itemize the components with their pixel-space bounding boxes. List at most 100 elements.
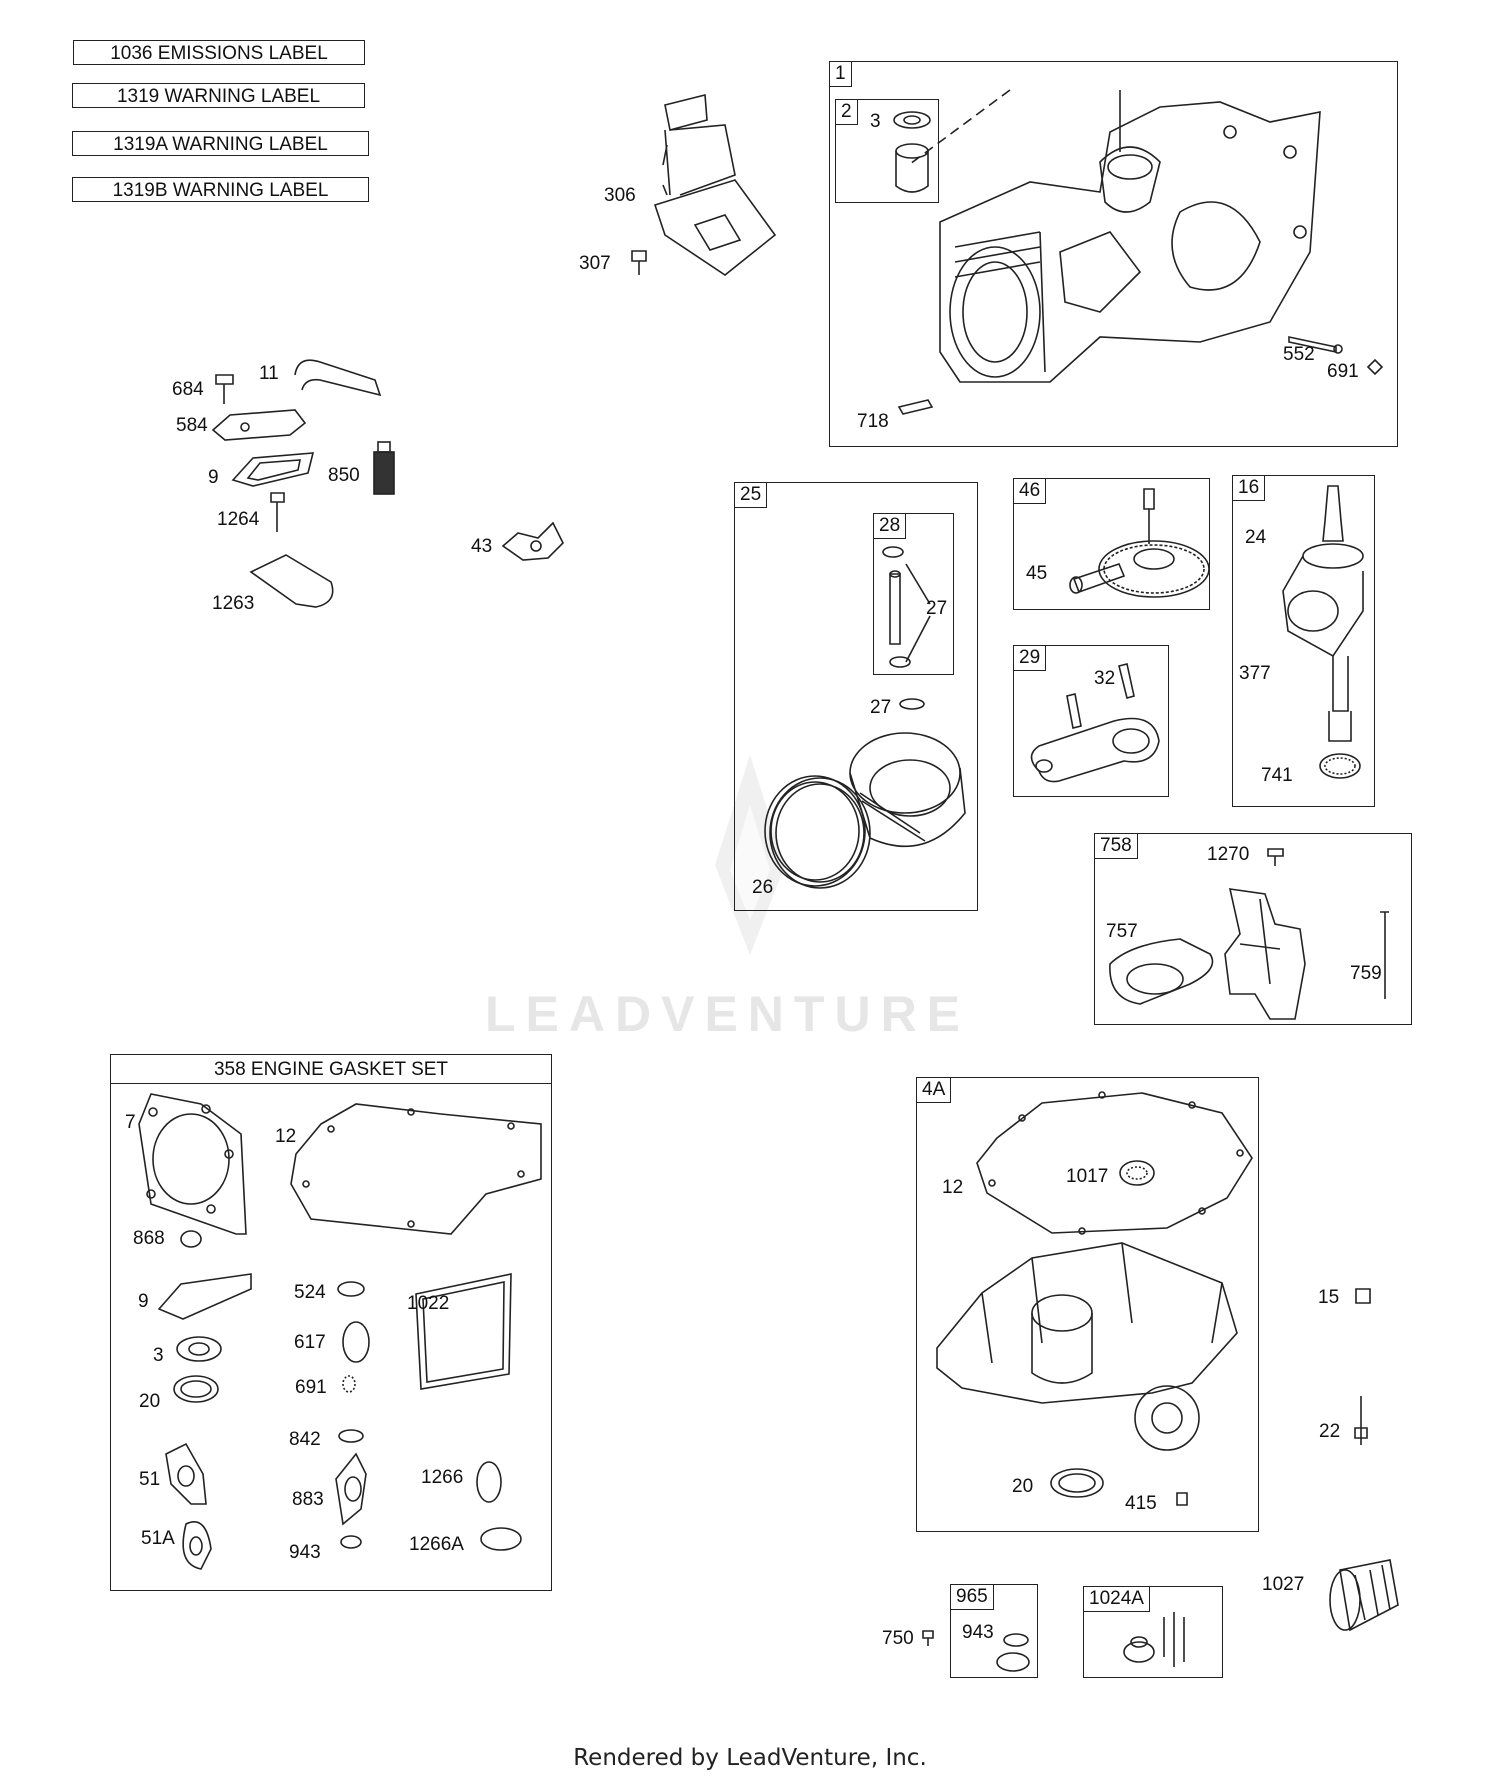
part-691-label[interactable]: 691 bbox=[1327, 361, 1359, 382]
warning-label-part[interactable]: 1319 WARNING LABEL bbox=[72, 83, 365, 108]
cylinder-block-illustration[interactable] bbox=[900, 72, 1340, 442]
gasket-524-label[interactable]: 524 bbox=[294, 1282, 326, 1303]
governor-bracket-illustration[interactable] bbox=[1100, 874, 1350, 1024]
gasket-7-label[interactable]: 7 bbox=[125, 1112, 136, 1133]
gasket-842-label[interactable]: 842 bbox=[289, 1429, 321, 1450]
part-1263-label[interactable]: 1263 bbox=[212, 593, 255, 614]
part-27-label-a[interactable]: 27 bbox=[926, 598, 948, 619]
gasket-set-illustrations[interactable] bbox=[111, 1084, 551, 1589]
part-1270-label[interactable]: 1270 bbox=[1207, 844, 1250, 865]
cover-20-label[interactable]: 20 bbox=[1012, 1476, 1034, 1497]
screw-750-icon[interactable] bbox=[920, 1628, 936, 1648]
dowel-552-icon[interactable] bbox=[1286, 332, 1346, 354]
part-43-label[interactable]: 43 bbox=[471, 536, 493, 557]
sealant-850-icon[interactable] bbox=[369, 438, 399, 498]
part-32-label[interactable]: 32 bbox=[1094, 668, 1116, 689]
o-ring-943-icon[interactable] bbox=[991, 1630, 1036, 1675]
gasket-1266A-label[interactable]: 1266A bbox=[409, 1534, 464, 1555]
part-718-label[interactable]: 718 bbox=[857, 411, 889, 432]
gasket-691-label[interactable]: 691 bbox=[295, 1377, 327, 1398]
part-584-label[interactable]: 584 bbox=[176, 415, 208, 436]
piston-pin-28-icon[interactable] bbox=[878, 544, 938, 669]
breather-tube-11-icon[interactable] bbox=[290, 350, 390, 400]
sub-box-28[interactable]: 28 27 bbox=[873, 513, 954, 675]
part-1027-label[interactable]: 1027 bbox=[1262, 1574, 1305, 1595]
part-306-label[interactable]: 306 bbox=[604, 185, 636, 206]
gasket-51-label[interactable]: 51 bbox=[139, 1469, 161, 1490]
gasket-943-label[interactable]: 943 bbox=[289, 1542, 321, 1563]
plug-691-icon[interactable] bbox=[1365, 357, 1385, 377]
piston-and-rings-illustration[interactable] bbox=[760, 713, 966, 898]
crankshaft-box[interactable]: 16 24 377 741 bbox=[1232, 475, 1375, 807]
gasket-3-label[interactable]: 3 bbox=[153, 1345, 164, 1366]
part-684-label[interactable]: 684 bbox=[172, 379, 204, 400]
warning-label-a-part[interactable]: 1319A WARNING LABEL bbox=[72, 131, 369, 156]
part-45-label[interactable]: 45 bbox=[1026, 563, 1048, 584]
part-377-label[interactable]: 377 bbox=[1239, 663, 1271, 684]
cover-415-label[interactable]: 415 bbox=[1125, 1493, 1157, 1514]
screw-1270-icon[interactable] bbox=[1265, 846, 1287, 868]
part-307-label[interactable]: 307 bbox=[579, 253, 611, 274]
gasket-9-icon[interactable] bbox=[228, 448, 318, 490]
part-26-label[interactable]: 26 bbox=[752, 877, 774, 898]
part-741-label[interactable]: 741 bbox=[1261, 765, 1293, 786]
part-850-label[interactable]: 850 bbox=[328, 465, 360, 486]
bolt-1264-icon[interactable] bbox=[268, 490, 288, 535]
gasket-1266-label[interactable]: 1266 bbox=[421, 1467, 464, 1488]
camshaft-box[interactable]: 46 45 bbox=[1013, 478, 1210, 610]
part-1264-label[interactable]: 1264 bbox=[217, 509, 260, 530]
emissions-label-part[interactable]: 1036 EMISSIONS LABEL bbox=[73, 40, 365, 65]
part-27-label-b[interactable]: 27 bbox=[870, 697, 892, 718]
connecting-rod-illustration[interactable] bbox=[1019, 656, 1169, 791]
screw-684-icon[interactable] bbox=[213, 372, 237, 406]
part-15-label[interactable]: 15 bbox=[1318, 1287, 1340, 1308]
part-750-label[interactable]: 750 bbox=[882, 1628, 914, 1649]
part-11-label[interactable]: 11 bbox=[259, 363, 279, 384]
dipstick-22-icon[interactable] bbox=[1350, 1393, 1372, 1448]
crankcase-cover-box[interactable]: 4A 12 1017 20 415 bbox=[916, 1077, 1259, 1532]
link-759-icon[interactable] bbox=[1377, 909, 1393, 1004]
kit-1024A-box[interactable]: 1024A bbox=[1083, 1586, 1223, 1678]
part-9-label[interactable]: 9 bbox=[208, 467, 219, 488]
plug-15-icon[interactable] bbox=[1352, 1285, 1374, 1307]
warning-label-b-part[interactable]: 1319B WARNING LABEL bbox=[72, 177, 369, 202]
camshaft-gear-illustration[interactable] bbox=[1034, 484, 1210, 609]
shroud-illustration[interactable] bbox=[595, 85, 785, 285]
gasket-9-label[interactable]: 9 bbox=[138, 1291, 149, 1312]
cover-1017-label[interactable]: 1017 bbox=[1066, 1166, 1109, 1187]
piston-assembly-box[interactable]: 25 28 27 27 26 bbox=[734, 482, 978, 911]
governor-assembly-box[interactable]: 758 1270 757 759 bbox=[1094, 833, 1412, 1025]
sub-box-2-tag: 2 bbox=[836, 100, 858, 125]
gasket-868-label[interactable]: 868 bbox=[133, 1228, 165, 1249]
dowel-718-icon[interactable] bbox=[896, 397, 936, 417]
crankshaft-illustration[interactable] bbox=[1263, 481, 1373, 801]
gasket-12-label[interactable]: 12 bbox=[275, 1126, 297, 1147]
part-759-label[interactable]: 759 bbox=[1350, 963, 1382, 984]
cylinder-assembly-box[interactable]: 1 2 3 552 691 718 bbox=[829, 61, 1398, 447]
part-22-label[interactable]: 22 bbox=[1319, 1421, 1341, 1442]
gasket-883-label[interactable]: 883 bbox=[292, 1489, 324, 1510]
gasket-20-label[interactable]: 20 bbox=[139, 1391, 161, 1412]
oil-filter-1027-icon[interactable] bbox=[1320, 1555, 1402, 1637]
plate-1263-icon[interactable] bbox=[246, 552, 341, 612]
box-46-tag: 46 bbox=[1014, 479, 1047, 504]
engine-gasket-set-box[interactable]: 358 ENGINE GASKET SET bbox=[110, 1054, 552, 1591]
kit-965-box[interactable]: 965 943 bbox=[950, 1584, 1038, 1678]
crankcase-cover-illustration[interactable] bbox=[922, 1083, 1257, 1528]
screw-307-icon[interactable] bbox=[628, 247, 650, 277]
gasket-51A-label[interactable]: 51A bbox=[141, 1528, 175, 1549]
gasket-1022-label[interactable]: 1022 bbox=[407, 1293, 450, 1314]
part-3-label[interactable]: 3 bbox=[870, 111, 881, 132]
kit-965-943-label[interactable]: 943 bbox=[962, 1622, 994, 1643]
gasket-617-label[interactable]: 617 bbox=[294, 1332, 326, 1353]
part-552-label[interactable]: 552 bbox=[1283, 344, 1315, 365]
snap-ring-27-icon[interactable] bbox=[897, 696, 927, 712]
governor-43-icon[interactable] bbox=[498, 518, 568, 566]
kit-1024A-parts-icon[interactable] bbox=[1119, 1597, 1219, 1675]
part-757-label[interactable]: 757 bbox=[1106, 921, 1138, 942]
sub-box-28-tag: 28 bbox=[874, 514, 907, 539]
cover-12-label[interactable]: 12 bbox=[942, 1177, 964, 1198]
part-24-label[interactable]: 24 bbox=[1245, 527, 1267, 548]
connecting-rod-box[interactable]: 29 32 bbox=[1013, 645, 1169, 797]
breather-cover-584-icon[interactable] bbox=[210, 405, 310, 443]
